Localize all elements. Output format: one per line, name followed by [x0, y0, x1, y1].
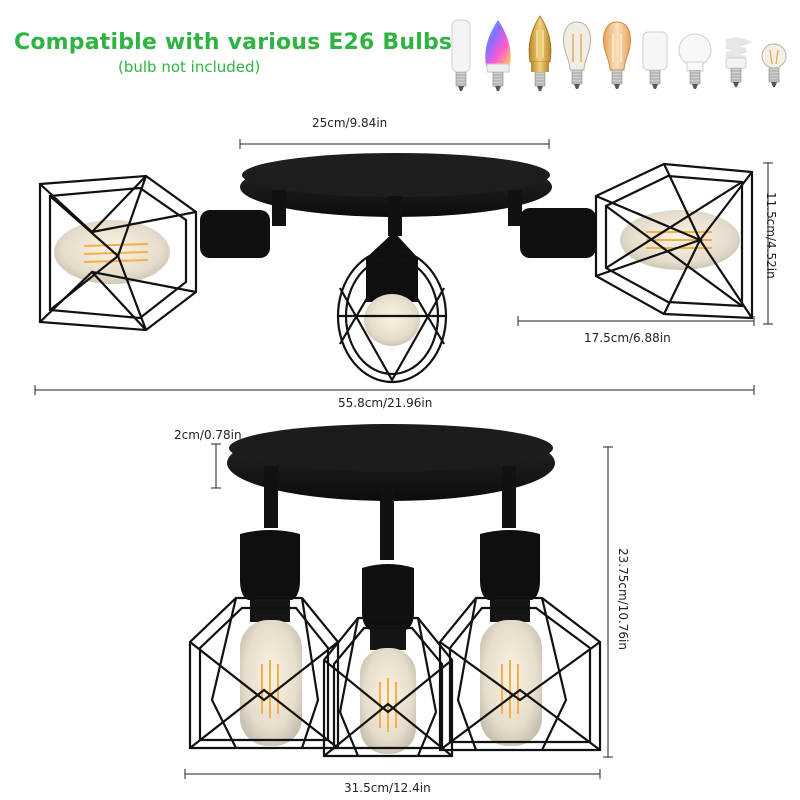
a19-bulb-icon [678, 33, 712, 90]
small-globe-bulb-icon [761, 43, 787, 88]
shade-length-label: 17.5cm/6.88in [584, 331, 671, 345]
rgb-candle-bulb-icon [485, 20, 511, 92]
gold-candle-bulb-icon [528, 15, 552, 92]
led-tube-bulb-icon [451, 19, 471, 92]
plate-thickness-label: 2cm/0.78in [174, 428, 242, 442]
bottom-width-label: 31.5cm/12.4in [344, 781, 431, 795]
total-width-label: 55.8cm/21.96in [338, 396, 433, 410]
subheadline: (bulb not included) [118, 58, 261, 76]
headline: Compatible with various E26 Bulbs [14, 30, 453, 55]
plate-width-label: 25cm/9.84in [312, 116, 388, 130]
clear-edison-bulb-icon [563, 21, 591, 90]
top-view-fixture [38, 153, 754, 384]
amber-edison-bulb-icon [603, 21, 631, 90]
spiral-cfl-bulb-icon [725, 37, 753, 88]
front-view-fixture [188, 424, 602, 758]
cylinder-led-bulb-icon [642, 31, 668, 90]
dimension-lines [34, 139, 773, 779]
